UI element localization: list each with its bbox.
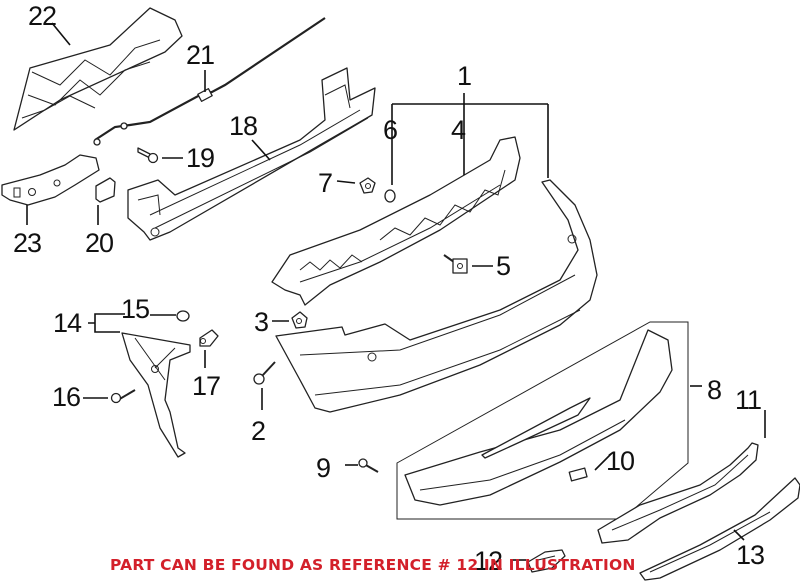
- callout-16[interactable]: 16: [52, 382, 81, 412]
- callout-1[interactable]: 1: [457, 61, 472, 91]
- part-4-bumper-support: [271, 136, 521, 306]
- callout-22[interactable]: 22: [28, 1, 57, 31]
- callout-2[interactable]: 2: [251, 416, 266, 446]
- part-7-nut: [359, 177, 376, 194]
- callout-15[interactable]: 15: [121, 294, 150, 324]
- callout-13[interactable]: 13: [736, 540, 765, 570]
- callout-6[interactable]: 6: [383, 115, 398, 145]
- callout-18[interactable]: 18: [229, 111, 258, 141]
- callout-5[interactable]: 5: [496, 251, 511, 281]
- callout-8[interactable]: 8: [707, 375, 722, 405]
- callout-10[interactable]: 10: [606, 446, 635, 476]
- part-21-wire-harness: [93, 17, 326, 146]
- callout-4[interactable]: 4: [451, 115, 466, 145]
- part-10-sensor-bracket: [568, 467, 588, 482]
- callout-12[interactable]: 12: [474, 546, 503, 576]
- part-8-lower-valance: [396, 321, 689, 520]
- callout-14[interactable]: 14: [53, 308, 82, 338]
- part-2-screw: [253, 361, 276, 385]
- part-19-bolt: [137, 147, 159, 164]
- part-5-bolt-bracket: [443, 254, 468, 274]
- reference-banner: PART CAN BE FOUND AS REFERENCE # 12 IN I…: [110, 556, 636, 574]
- part-9-screw: [358, 458, 379, 473]
- callout-7[interactable]: 7: [318, 168, 333, 198]
- callout-19[interactable]: 19: [186, 143, 215, 173]
- callout-9[interactable]: 9: [316, 453, 331, 483]
- callout-11[interactable]: 11: [735, 385, 762, 415]
- part-3-nut: [291, 311, 308, 329]
- callout-17[interactable]: 17: [192, 371, 221, 401]
- part-17-retainer-clip: [199, 329, 219, 347]
- callout-20[interactable]: 20: [85, 228, 114, 258]
- part-16-screw: [110, 389, 136, 404]
- part-14-side-bracket: [121, 332, 191, 458]
- part-22-heat-shield: [13, 7, 183, 131]
- part-15-washer: [176, 310, 190, 322]
- part-12-exhaust-trim: [527, 549, 566, 573]
- part-11-trim-molding: [597, 442, 759, 544]
- part-1-bumper-cover: [275, 179, 598, 413]
- part-20-cap: [95, 177, 116, 203]
- callout-3[interactable]: 3: [254, 307, 269, 337]
- leader-lines: [26, 22, 766, 561]
- part-13-molding: [639, 477, 800, 581]
- callout-23[interactable]: 23: [13, 228, 42, 258]
- part-18-reinforcement-bar: [127, 67, 376, 241]
- part-23-mount-bracket: [1, 154, 100, 206]
- part-6-washer: [384, 189, 396, 203]
- callout-21[interactable]: 21: [186, 40, 215, 70]
